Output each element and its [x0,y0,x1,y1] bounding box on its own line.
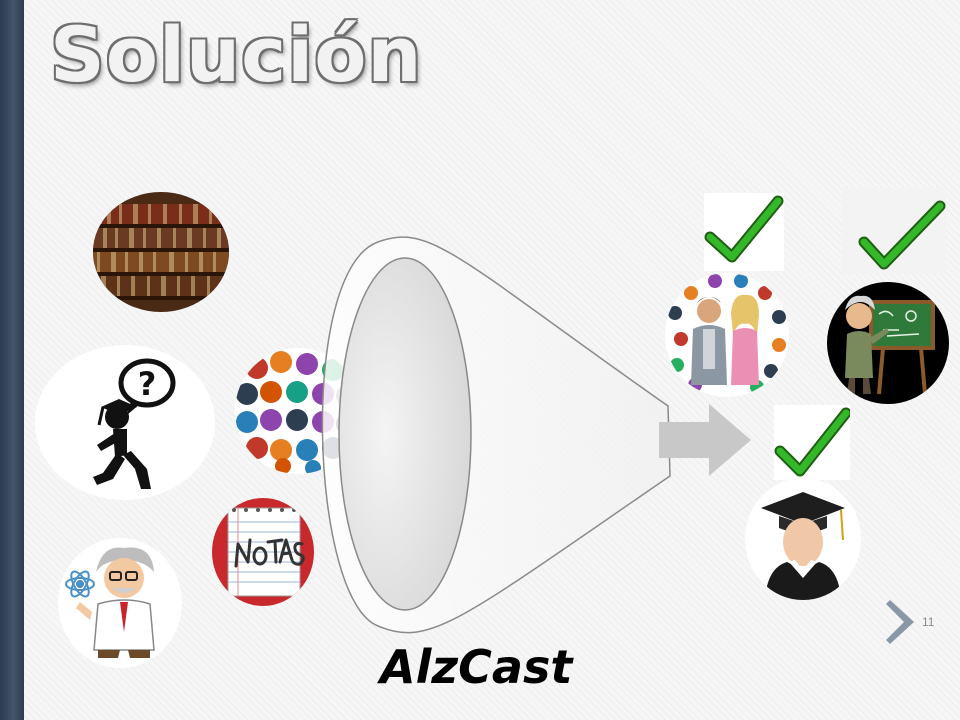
notas-notebook-image [212,498,314,606]
check-icon [704,193,784,271]
check-icon [842,188,946,274]
bookshelf-image [93,192,229,312]
confused-student-image: ? [35,345,215,500]
check-icon [774,405,852,480]
left-accent-bar [0,0,24,720]
next-slide-chevron-icon[interactable] [884,598,918,646]
caption-alzcast: AlzCast [380,640,573,694]
scientist-image [58,538,182,668]
funnel-graphic [321,236,671,634]
slide-title: Solución [50,10,423,99]
people-collage-image [665,273,789,397]
svg-text:?: ? [138,365,157,403]
right-arrow-graphic [659,404,751,476]
page-number: 11 [922,615,935,629]
teacher-chalkboard-image [827,282,949,404]
graduate-avatar-image [745,478,861,600]
